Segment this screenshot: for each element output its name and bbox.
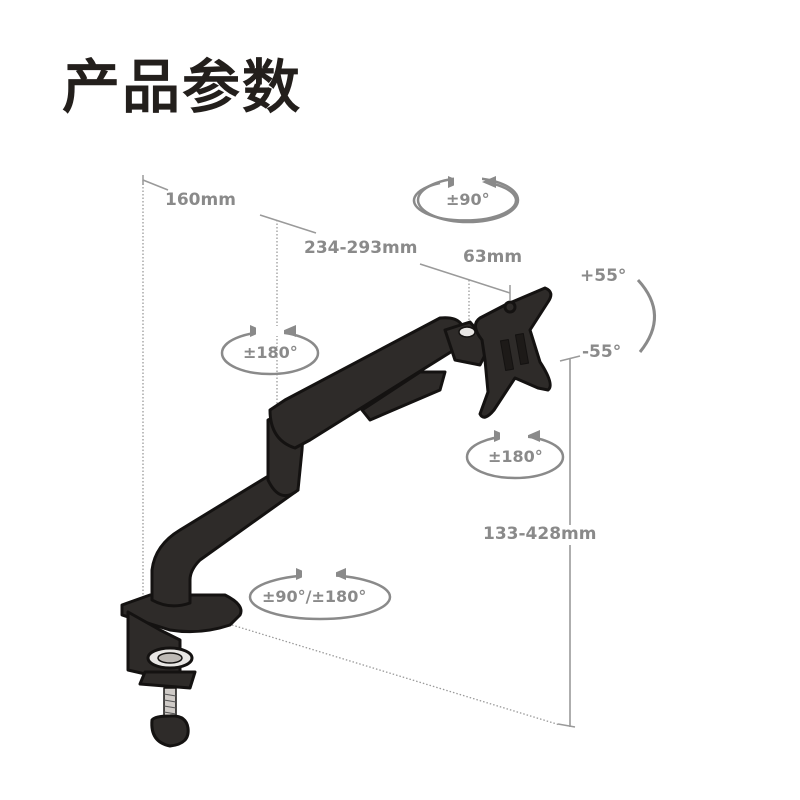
page-title: 产品参数 [62,53,303,121]
vesa-rotate-label: ±90° [446,190,490,209]
monitor-arm [120,286,553,748]
tilt-down-label: -55° [582,342,622,362]
vesa-offset-dimension: 63mm [463,247,523,267]
pole-offset-dimension: 160mm [165,190,236,210]
tilt-arc-icon [636,278,656,353]
dimension-lines [142,175,581,728]
tilt-up-label: +55° [580,266,627,286]
height-range-dimension: 133-428mm [483,524,597,544]
elbow-swivel-label: ±180° [243,343,298,362]
head-swivel-label: ±180° [488,447,543,466]
arm-reach-dimension: 234-293mm [304,238,418,258]
base-rotate-label: ±90°/±180° [262,587,367,606]
